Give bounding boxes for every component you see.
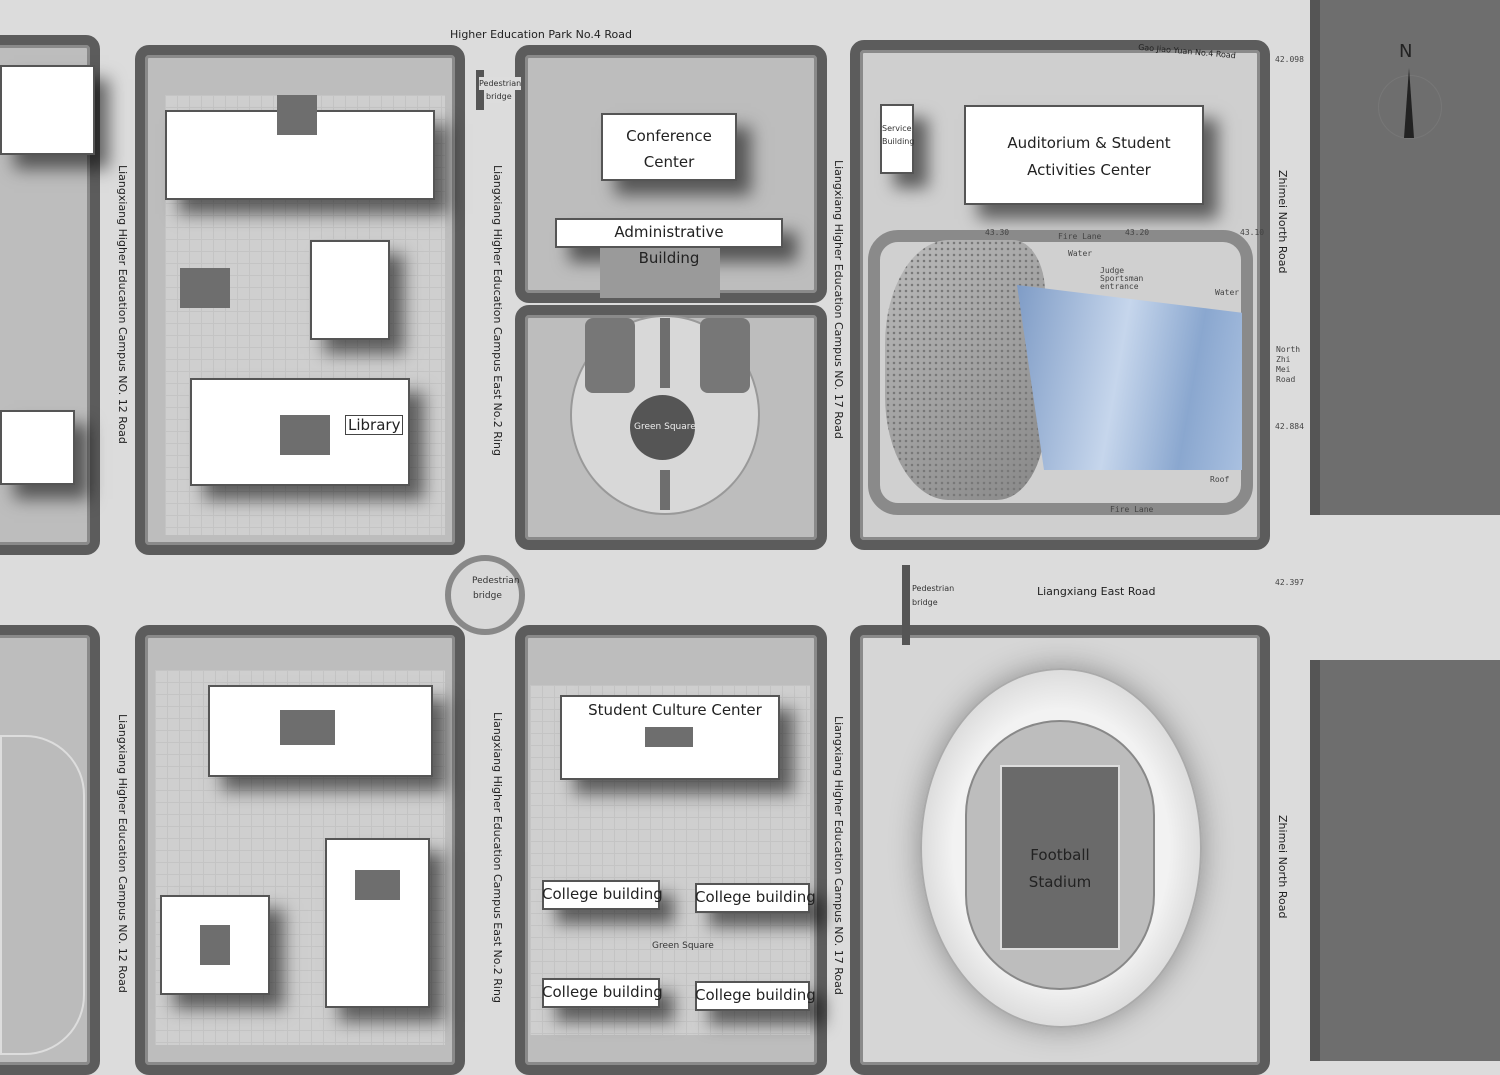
label-service-2: Building <box>882 137 915 146</box>
label-conference-2: Center <box>643 153 695 171</box>
elevation-3: 43.10 <box>1240 228 1265 237</box>
label-college-2: College building <box>695 888 816 906</box>
road-label-zhimei-north: Zhimei North Road <box>1276 170 1289 274</box>
green-square-center <box>630 395 695 460</box>
label-sportsman: Sportsman <box>1100 274 1144 283</box>
road-label-zhimei-south: Zhimei North Road <box>1276 815 1289 919</box>
elevation-2: 43.20 <box>1125 228 1150 237</box>
label-green-square-south: Green Square <box>652 941 714 951</box>
label-admin-1: Administrative <box>614 223 724 241</box>
dotted-landform <box>885 240 1045 500</box>
admin-shadow <box>600 248 720 298</box>
lawn-1 <box>585 318 635 393</box>
label-bridge-2b: bridge <box>473 591 502 601</box>
label-water-2: Water <box>1215 288 1240 297</box>
road-label-top: Higher Education Park No.4 Road <box>450 28 632 41</box>
lawn-4 <box>660 470 670 510</box>
label-college-4: College building <box>695 986 816 1004</box>
label-auditorium-2: Activities Center <box>1027 161 1151 179</box>
court-student-culture <box>645 727 693 747</box>
label-bridge-1a: Pedestrian <box>479 77 522 90</box>
building-service <box>880 104 914 174</box>
lawn-3 <box>660 318 670 388</box>
label-bridge-3a: Pedestrian <box>912 584 955 593</box>
label-stadium-1: Football <box>1030 846 1090 864</box>
label-service-1: Service <box>882 124 912 133</box>
label-bridge-2a: Pedestrian <box>472 576 520 586</box>
block-east-south <box>1310 660 1500 1061</box>
building-c-shape <box>310 240 390 340</box>
label-water-1: Water <box>1068 249 1093 258</box>
label-roof: Roof <box>1210 475 1230 484</box>
label-bridge-3b: bridge <box>912 598 938 607</box>
label-admin-2: Building <box>638 249 700 267</box>
sports-field-west <box>0 735 85 1055</box>
elevation-6: 42.397 <box>1275 578 1304 587</box>
court-sw-2 <box>355 870 400 900</box>
compass-needle-icon <box>1404 68 1414 138</box>
building-nw-edge <box>0 65 95 155</box>
label-judge: Judge <box>1100 266 1125 275</box>
courtyard-top <box>277 95 317 135</box>
label-green-square-north: Green Square <box>634 422 696 432</box>
roof-blue <box>1017 285 1242 470</box>
court-sw-3 <box>200 925 230 965</box>
label-student-culture: Student Culture Center <box>588 701 762 719</box>
building-conference-center <box>601 113 737 181</box>
courtyard-small <box>180 268 230 308</box>
label-fire-lane-1: Fire Lane <box>1058 232 1102 241</box>
building-college-3 <box>542 978 660 1008</box>
building-administrative <box>555 218 783 248</box>
label-library: Library <box>345 415 404 435</box>
elevation-5: 42.884 <box>1275 422 1304 431</box>
pedestrian-bridge-north <box>476 70 484 110</box>
building-sw-2 <box>325 838 430 1008</box>
road-label-ring-south: Liangxiang Higher Education Campus East … <box>491 712 504 1003</box>
label-fire-lane-2: Fire Lane <box>1110 505 1154 514</box>
roundabout <box>445 555 525 635</box>
lawn-2 <box>700 318 750 393</box>
label-conference-1: Conference <box>626 127 712 145</box>
road-label-west-north: Liangxiang Higher Education Campus NO. 1… <box>116 165 129 444</box>
building-college-2 <box>695 883 810 913</box>
road-label-no17-north: Liangxiang Higher Education Campus NO. 1… <box>832 160 845 439</box>
elevation-4: 42.098 <box>1275 55 1304 64</box>
court-sw-1 <box>280 710 335 745</box>
compass-label: N <box>1399 41 1413 62</box>
label-bridge-1b: bridge <box>486 90 512 103</box>
road-label-main: Liangxiang East Road <box>1037 585 1156 598</box>
road-label-ring-north: Liangxiang Higher Education Campus East … <box>491 165 504 456</box>
label-auditorium-1: Auditorium & Student <box>1007 134 1171 152</box>
library-court <box>280 415 330 455</box>
football-field <box>1000 765 1120 950</box>
building-nw-edge-2 <box>0 410 75 485</box>
road-label-north-zhi-mei: North Zhi Mei Road <box>1276 345 1301 384</box>
elevation-1: 43.30 <box>985 228 1010 237</box>
building-college-1 <box>542 880 660 910</box>
label-college-1: College building <box>542 885 663 903</box>
label-college-3: College building <box>542 983 663 1001</box>
building-college-4 <box>695 981 810 1011</box>
building-auditorium <box>964 105 1204 205</box>
road-label-west-south: Liangxiang Higher Education Campus NO. 1… <box>116 714 129 993</box>
road-label-no17-south: Liangxiang Higher Education Campus NO. 1… <box>832 716 845 995</box>
building-l-shape <box>165 110 435 200</box>
label-stadium-2: Stadium <box>1028 873 1092 891</box>
label-entrance: entrance <box>1100 282 1139 291</box>
pedestrian-bridge-east <box>902 565 910 645</box>
